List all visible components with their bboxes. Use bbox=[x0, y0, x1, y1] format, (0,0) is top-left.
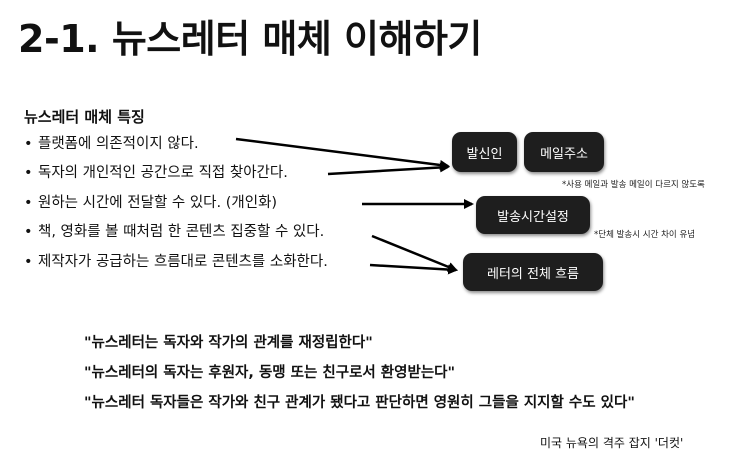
arrow-space-to-sender bbox=[327, 162, 450, 176]
arrow-supply-to-flow bbox=[369, 263, 458, 275]
email-note: *사용 메일과 발송 메일이 다르지 않도록 bbox=[562, 180, 705, 190]
bullet-dot: • bbox=[24, 136, 33, 152]
feature-item-text: 독자의 개인적인 공간으로 직접 찾아간다. bbox=[38, 165, 288, 181]
feature-item-text: 제작자가 공급하는 흐름대로 콘텐츠를 소화한다. bbox=[38, 254, 328, 270]
schedule-pill: 발송시간설정 bbox=[476, 196, 590, 234]
sender-pill: 발신인 bbox=[452, 132, 517, 172]
quote-2: "뉴스레터의 독자는 후원자, 동맹 또는 친구로서 환영받는다" bbox=[84, 365, 456, 381]
arrow-platform-to-sender bbox=[235, 137, 450, 170]
page-title: 2-1. 뉴스레터 매체 이해하기 bbox=[18, 17, 482, 61]
feature-item-text: 책, 영화를 볼 때처럼 한 콘텐츠 집중할 수 있다. bbox=[38, 224, 325, 240]
quote-1: "뉴스레터는 독자와 작가의 관계를 재정립한다" bbox=[84, 335, 373, 351]
feature-item-text: 플랫폼에 의존적이지 않다. bbox=[38, 136, 199, 152]
bullet-dot: • bbox=[24, 254, 33, 270]
features-heading: 뉴스레터 매체 특징 bbox=[24, 108, 145, 126]
bullet-dot: • bbox=[24, 165, 33, 181]
flow-pill: 레터의 전체 흐름 bbox=[463, 253, 603, 291]
feature-item: • 제작자가 공급하는 흐름대로 콘텐츠를 소화한다. bbox=[24, 255, 328, 270]
quote-3: "뉴스레터 독자들은 작가와 친구 관계가 됐다고 판단하면 영원히 그들을 지… bbox=[84, 395, 635, 411]
feature-item: • 독자의 개인적인 공간으로 직접 찾아간다. bbox=[24, 166, 288, 181]
arrow-focus-to-flow bbox=[371, 234, 458, 272]
source-citation: 미국 뉴욕의 격주 잡지 '더컷' bbox=[540, 436, 684, 450]
feature-item: • 책, 영화를 볼 때처럼 한 콘텐츠 집중할 수 있다. bbox=[24, 225, 324, 240]
feature-item: • 플랫폼에 의존적이지 않다. bbox=[24, 137, 199, 152]
bullet-dot: • bbox=[24, 224, 33, 240]
bullet-dot: • bbox=[24, 195, 33, 211]
feature-item-text: 원하는 시간에 전달할 수 있다. (개인화) bbox=[38, 195, 278, 211]
email-pill: 메일주소 bbox=[524, 132, 604, 172]
schedule-note: *단체 발송시 시간 차이 유념 bbox=[594, 230, 696, 240]
feature-item: • 원하는 시간에 전달할 수 있다. (개인화) bbox=[24, 196, 277, 211]
